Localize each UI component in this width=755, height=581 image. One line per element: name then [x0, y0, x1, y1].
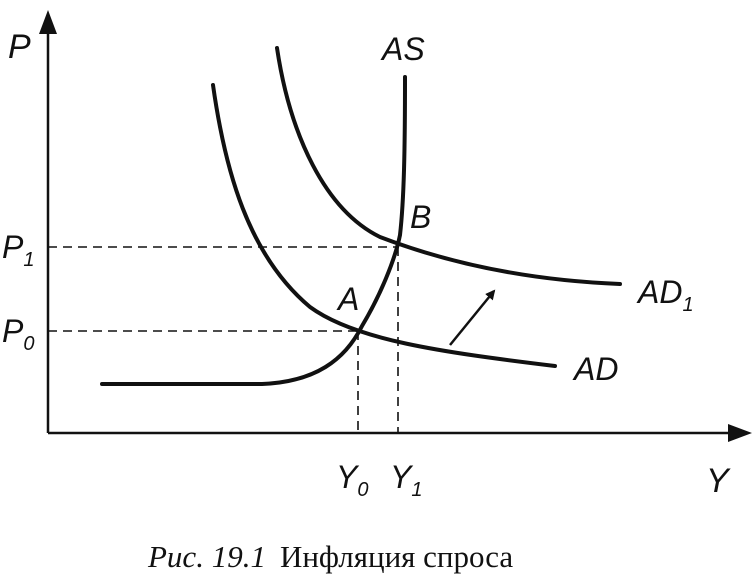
caption-title: Инфляция спроса — [280, 539, 513, 574]
ad1-label: AD1 — [636, 274, 694, 316]
x-axis-arrow-icon — [728, 424, 752, 442]
ad-label: AD — [572, 351, 618, 387]
as-curve — [100, 75, 407, 386]
shift-arrow-icon — [449, 289, 496, 346]
ad-curve — [211, 83, 557, 368]
as-label: AS — [380, 31, 425, 67]
y0-label: Y0 — [336, 459, 368, 501]
p1-label-sub: 1 — [23, 249, 34, 271]
p1-label: P1 — [2, 229, 34, 271]
y0-label-main: Y — [336, 459, 360, 495]
caption-number: Рис. 19.1 — [147, 539, 266, 574]
point-a-label: A — [336, 281, 359, 317]
y0-label-sub: 0 — [357, 479, 368, 501]
ad1-label-sub: 1 — [682, 294, 693, 316]
y-axis-arrow-icon — [39, 10, 57, 34]
caption: Рис. 19.1 Инфляция спроса — [147, 539, 513, 574]
y1-label-main: Y — [390, 459, 414, 495]
x-axis-label: Y — [706, 462, 731, 500]
point-b-label: B — [410, 199, 431, 235]
ad1-curve — [275, 46, 622, 286]
y1-label-sub: 1 — [411, 479, 422, 501]
p0-label-sub: 0 — [23, 333, 34, 355]
ad1-label-main: AD — [636, 274, 682, 310]
p0-label-main: P — [2, 313, 24, 349]
p0-label: P0 — [2, 313, 34, 355]
y-axis-label: P — [8, 28, 31, 66]
y1-label: Y1 — [390, 459, 422, 501]
p1-label-main: P — [2, 229, 24, 265]
